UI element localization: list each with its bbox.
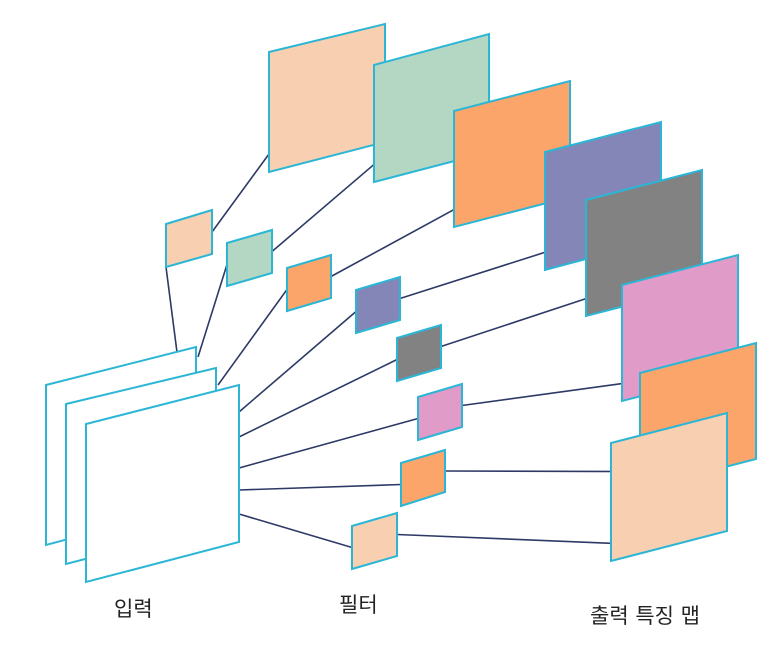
filter-output-line-4 [399, 251, 546, 300]
filter-output-line-8 [396, 533, 612, 545]
filter-output-line-6 [461, 382, 623, 407]
input-layer-3 [85, 383, 240, 584]
filter-output-line-2 [271, 163, 375, 253]
feature-map-1 [268, 22, 386, 174]
input-label: 입력 [114, 597, 153, 621]
filter-7 [400, 448, 446, 508]
filter-output-line-5 [440, 297, 587, 348]
input-filter-line-6 [238, 417, 419, 469]
output-feature-map-label: 출력 특징 맵 [590, 604, 700, 628]
input-filter-line-1 [165, 266, 179, 361]
output-feature-maps [268, 22, 757, 563]
filter-label: 필터 [339, 593, 378, 617]
filter-8 [351, 511, 398, 571]
input-filter-line-7 [238, 483, 402, 491]
filters [165, 208, 463, 571]
filter-2 [226, 228, 273, 288]
input-filter-line-8 [238, 513, 353, 549]
filter-1 [165, 208, 213, 269]
filter-output-connections [211, 153, 641, 545]
feature-map-8 [610, 411, 728, 563]
input-filter-line-5 [238, 358, 398, 438]
filter-output-line-3 [330, 208, 455, 278]
input-filter-connections [165, 264, 419, 549]
input-filter-line-3 [217, 289, 288, 386]
input-filter-line-4 [238, 310, 357, 413]
filter-output-line-1 [211, 153, 270, 233]
input-filter-line-2 [197, 264, 228, 358]
filter-output-line-7 [444, 470, 641, 473]
input-stack [45, 345, 240, 584]
filter-3 [286, 253, 332, 313]
filter-5 [396, 323, 442, 383]
filter-6 [417, 382, 463, 442]
filter-4 [355, 275, 401, 335]
